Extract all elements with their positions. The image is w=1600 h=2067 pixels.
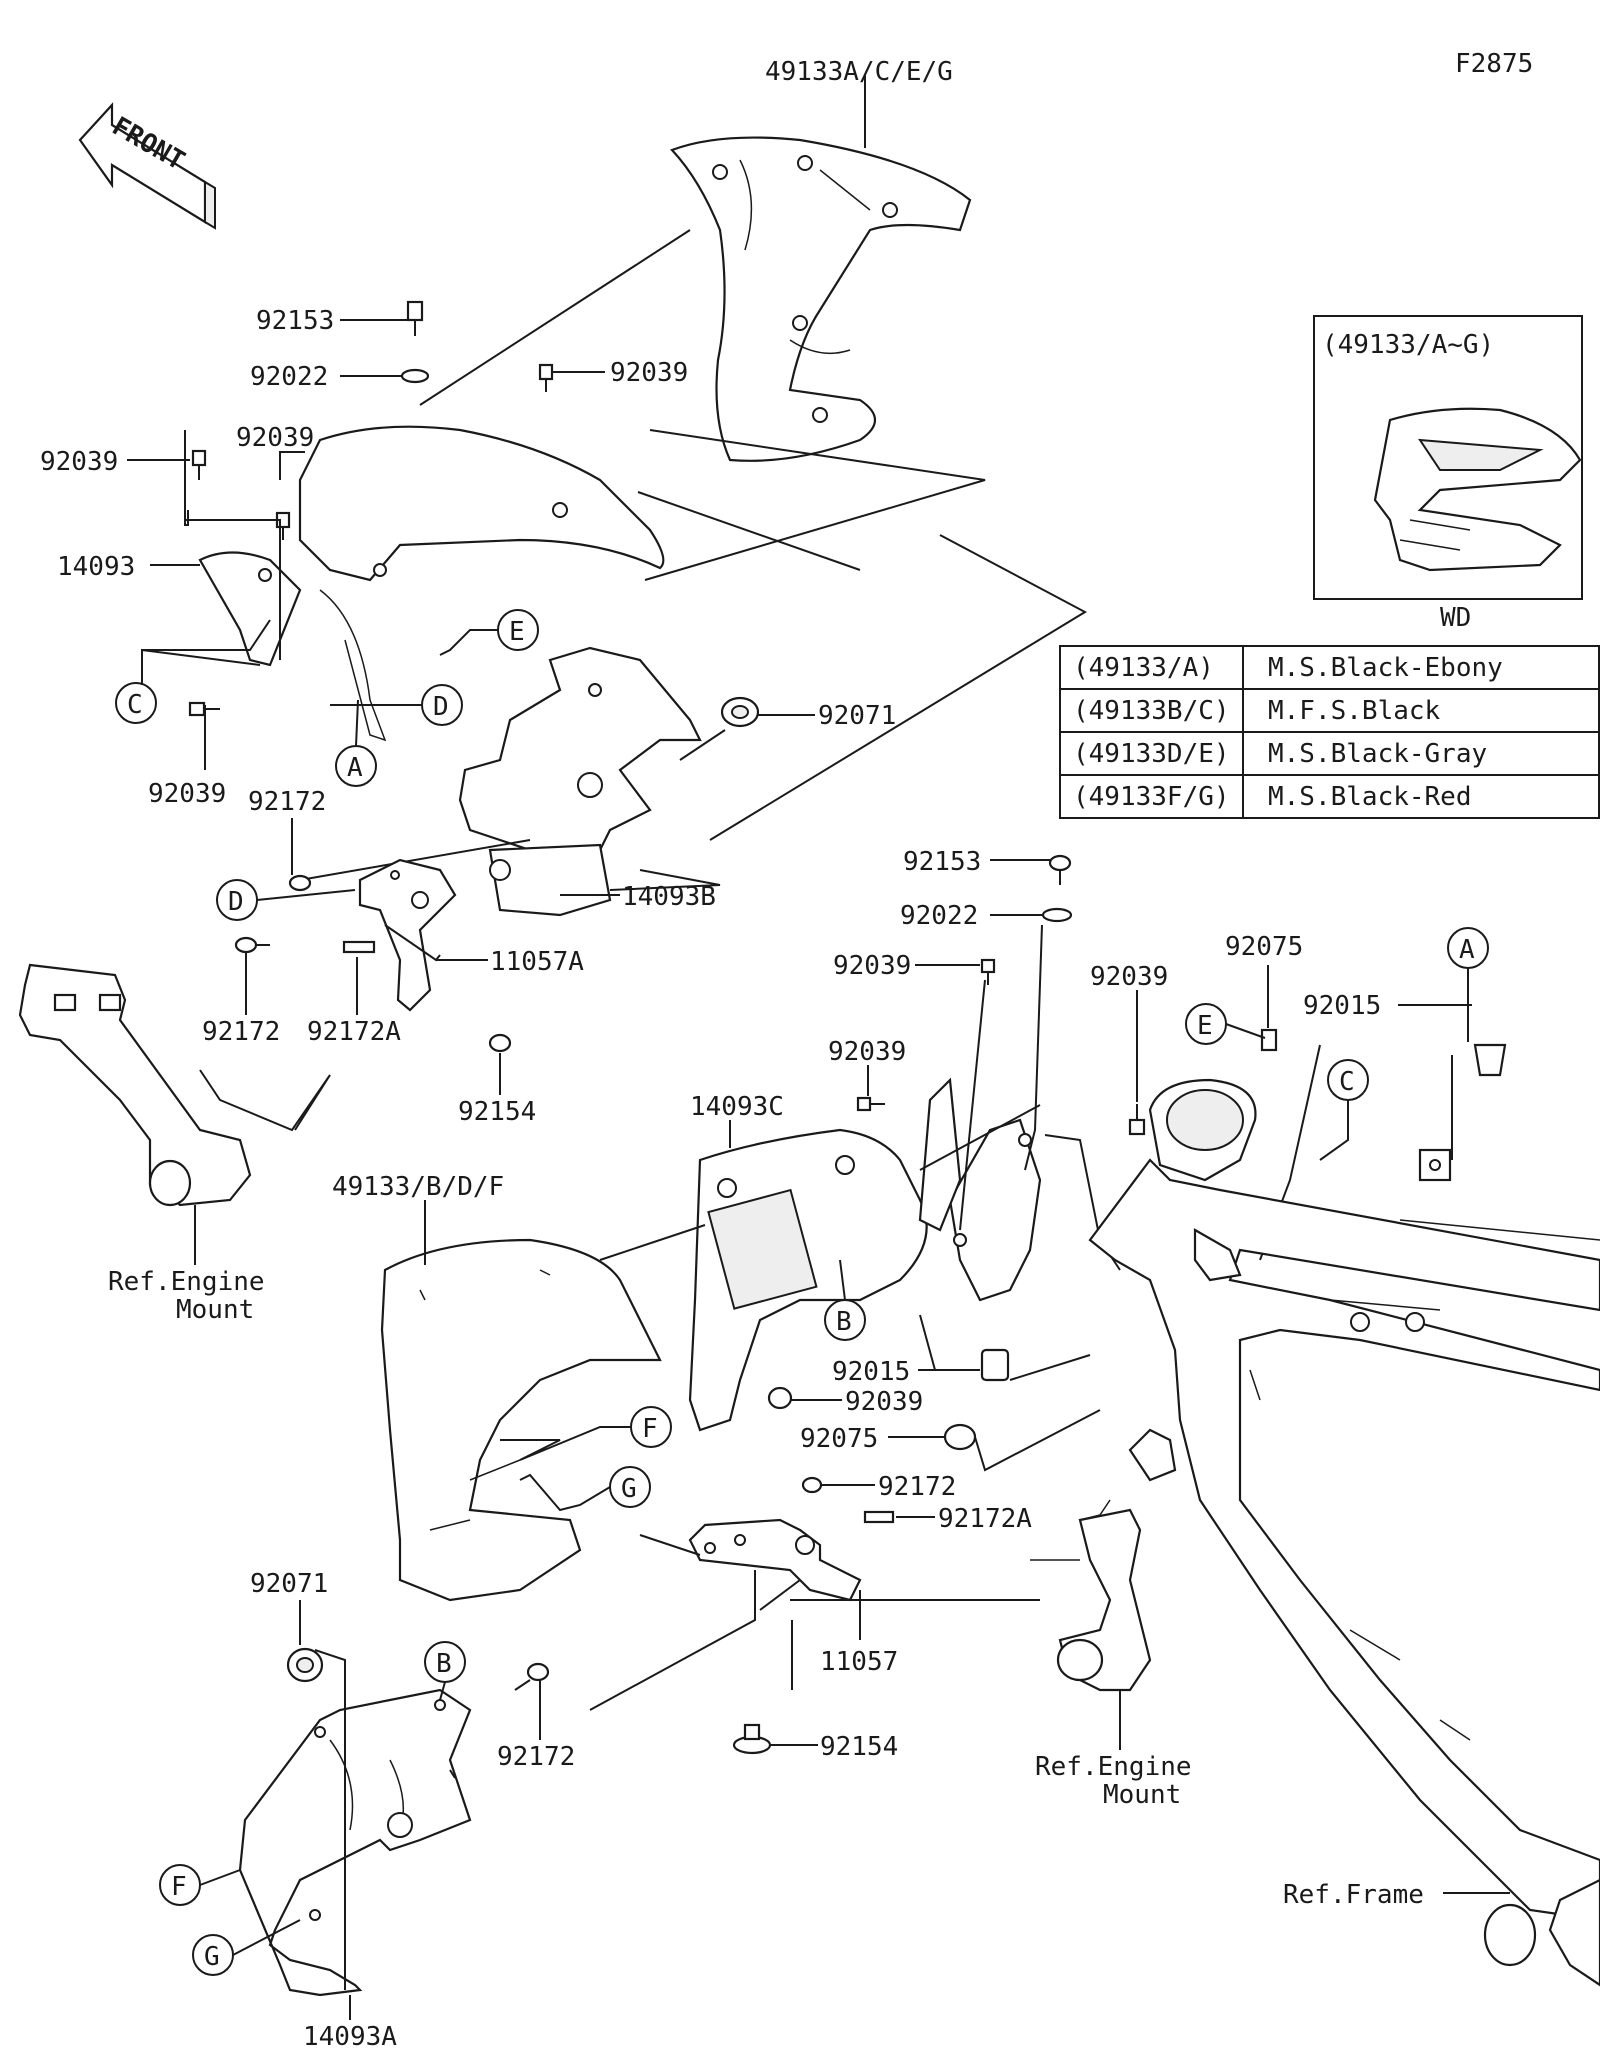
screw-icon-3 xyxy=(514,1662,550,1691)
callout-92015-m: 92015 xyxy=(832,1357,910,1387)
callout-14093C: 14093C xyxy=(690,1092,784,1122)
marker-f-1: F xyxy=(642,1414,658,1444)
callout-92172A-b: 92172A xyxy=(938,1504,1032,1534)
marker-e-2: E xyxy=(1197,1011,1213,1041)
figure-code: F2875 xyxy=(1455,49,1533,79)
marker-c-1: C xyxy=(127,690,143,720)
color-code-cell: (49133F/G) xyxy=(1059,774,1244,819)
wd-title: (49133/A~G) xyxy=(1322,330,1495,360)
color-name-cell: M.S.Black-Ebony xyxy=(1242,645,1600,690)
callout-92039-d: 92039 xyxy=(148,779,226,809)
ref-engine-mount-2b: Mount xyxy=(1103,1780,1181,1810)
callout-92172-c: 92172 xyxy=(878,1472,956,1502)
callout-92022-top: 92022 xyxy=(250,362,328,392)
table-row: (49133/A) M.S.Black-Ebony xyxy=(1059,645,1600,690)
color-name-cell: M.S.Black-Gray xyxy=(1242,731,1600,776)
callout-92153-r: 92153 xyxy=(903,847,981,877)
marker-g-1: G xyxy=(621,1474,637,1504)
callout-11057: 11057 xyxy=(820,1647,898,1677)
color-code-cell: (49133/A) xyxy=(1059,645,1244,690)
marker-a-1: A xyxy=(347,753,363,783)
engine-mount-ref-1 xyxy=(18,963,252,1207)
callout-49133BDF: 49133/B/D/F xyxy=(332,1172,504,1202)
table-row: (49133D/E) M.S.Black-Gray xyxy=(1059,731,1600,776)
callout-92039-e: 92039 xyxy=(833,951,911,981)
wd-inset-cowl xyxy=(1373,407,1582,572)
screw-icon-2 xyxy=(732,1723,772,1755)
callout-92172A-a: 92172A xyxy=(307,1017,401,1047)
grommet-icon xyxy=(720,696,760,728)
callout-14093A: 14093A xyxy=(303,2022,397,2052)
fastener-icons-right xyxy=(856,854,1507,1136)
callout-92075-m: 92075 xyxy=(800,1424,878,1454)
callout-92153-top: 92153 xyxy=(256,306,334,336)
callout-92154-a: 92154 xyxy=(458,1097,536,1127)
callout-92071-b: 92071 xyxy=(250,1569,328,1599)
color-name-cell: M.F.S.Black xyxy=(1242,688,1600,733)
callout-92039-c: 92039 xyxy=(40,447,118,477)
callout-92039-g: 92039 xyxy=(828,1037,906,1067)
grommet-icon-3 xyxy=(286,1647,324,1683)
callout-92172-d: 92172 xyxy=(497,1742,575,1772)
color-code-cell: (49133D/E) xyxy=(1059,731,1244,776)
inner-panel-14093A xyxy=(238,1688,472,1997)
grommet-icon-2 xyxy=(767,1348,1010,1524)
callout-92039-b: 92039 xyxy=(236,423,314,453)
marker-d-2: D xyxy=(228,887,244,917)
front-arrow-icon: FRONT xyxy=(78,102,216,230)
callout-92071-a: 92071 xyxy=(818,701,896,731)
marker-b-2: B xyxy=(436,1649,452,1679)
callout-92172-a: 92172 xyxy=(248,787,326,817)
inner-panel-14093C xyxy=(688,1077,1042,1432)
callout-92172-b: 92172 xyxy=(202,1017,280,1047)
callout-49133ACEG: 49133A/C/E/G xyxy=(765,57,953,87)
engine-mount-ref-2 xyxy=(1030,1499,1152,1692)
upper-cowl-part xyxy=(670,136,972,462)
ref-frame: Ref.Frame xyxy=(1283,1880,1424,1910)
callout-11057A: 11057A xyxy=(490,947,584,977)
callout-92154-b: 92154 xyxy=(820,1732,898,1762)
callout-92039-a: 92039 xyxy=(610,358,688,388)
marker-a-2: A xyxy=(1459,935,1475,965)
callout-92075-r: 92075 xyxy=(1225,932,1303,962)
ref-engine-mount-2a: Ref.Engine xyxy=(1035,1752,1192,1782)
marker-e-1: E xyxy=(509,617,525,647)
callout-14093: 14093 xyxy=(57,552,135,582)
color-table: (49133/A) M.S.Black-Ebony (49133B/C) M.F… xyxy=(1059,645,1600,819)
ref-engine-mount-1a: Ref.Engine xyxy=(108,1267,265,1297)
marker-f-2: F xyxy=(171,1872,187,1902)
color-name-cell: M.S.Black-Red xyxy=(1242,774,1600,819)
color-code-cell: (49133B/C) xyxy=(1059,688,1244,733)
wd-inset-box xyxy=(1313,315,1583,600)
marker-c-2: C xyxy=(1339,1067,1355,1097)
table-row: (49133F/G) M.S.Black-Red xyxy=(1059,774,1600,819)
callout-92022-r: 92022 xyxy=(900,901,978,931)
clip-fastener-icon xyxy=(188,300,554,717)
callout-92039-h: 92039 xyxy=(845,1387,923,1417)
bracket-11057A xyxy=(358,858,457,1012)
wd-caption: WD xyxy=(1440,603,1471,633)
frame-ref xyxy=(1088,1078,1600,1987)
inner-panel-14093 xyxy=(198,425,665,742)
callout-92039-f: 92039 xyxy=(1090,962,1168,992)
callout-14093B: 14093B xyxy=(622,882,716,912)
callout-92015-r: 92015 xyxy=(1303,991,1381,1021)
inner-panel-14093B xyxy=(458,646,702,917)
ref-engine-mount-1b: Mount xyxy=(176,1295,254,1325)
lower-cowl-part xyxy=(380,1238,662,1602)
marker-d-1: D xyxy=(433,692,449,722)
marker-g-2: G xyxy=(204,1942,220,1972)
marker-b-1: B xyxy=(836,1307,852,1337)
table-row: (49133B/C) M.F.S.Black xyxy=(1059,688,1600,733)
bracket-11057 xyxy=(688,1518,862,1602)
